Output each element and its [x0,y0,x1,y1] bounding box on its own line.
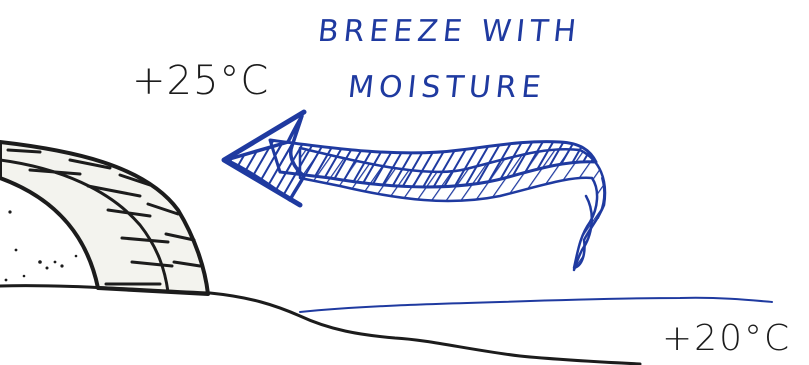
caption-line-1: BREEZE WITH [316,14,582,49]
temperature-label-top: +25°C [132,58,269,104]
arched-structure-icon [0,142,208,294]
ground-line [0,286,640,364]
wavy-breeze-arrow-icon [224,112,605,270]
caption-line-2: MOISTURE [346,70,547,105]
temperature-label-bottom: +20°C [662,318,791,359]
water-line [300,298,772,312]
